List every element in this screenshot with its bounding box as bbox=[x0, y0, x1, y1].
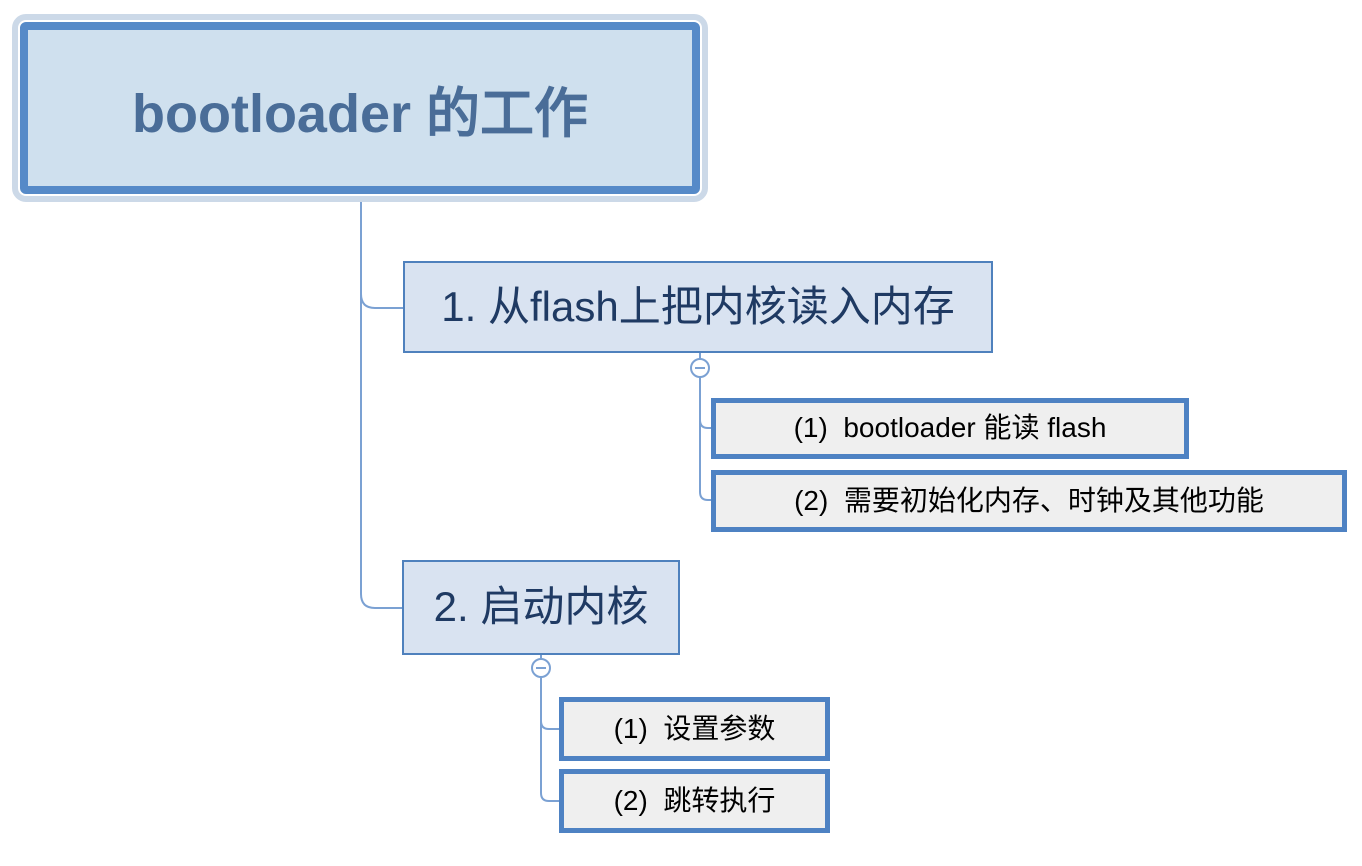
subtopic-1-1[interactable]: (1) bootloader 能读 flash bbox=[711, 398, 1189, 459]
subtopic-1-2-label: (2) 需要初始化内存、时钟及其他功能 bbox=[794, 484, 1264, 516]
collapse-toggle-branch2[interactable] bbox=[531, 658, 551, 678]
connector-branch2-to-sub1 bbox=[540, 720, 559, 730]
root-topic-box: bootloader 的工作 bbox=[20, 22, 700, 194]
root-topic-label: bootloader 的工作 bbox=[132, 83, 588, 144]
connector-branch2-to-sub2 bbox=[540, 677, 559, 802]
connector-branch1-to-sub1 bbox=[699, 419, 711, 429]
branch-topic-1[interactable]: 1. 从flash上把内核读入内存 bbox=[403, 261, 993, 353]
connector-branch1-to-sub2 bbox=[699, 377, 711, 501]
subtopic-2-1[interactable]: (1) 设置参数 bbox=[559, 697, 830, 761]
subtopic-1-1-label: (1) bootloader 能读 flash bbox=[793, 412, 1107, 444]
connector-root-to-branch1 bbox=[360, 293, 403, 309]
connector-root-to-branch2 bbox=[360, 202, 402, 609]
root-topic[interactable]: bootloader 的工作 bbox=[12, 14, 708, 202]
subtopic-1-2[interactable]: (2) 需要初始化内存、时钟及其他功能 bbox=[711, 470, 1347, 532]
branch-topic-1-label: 1. 从flash上把内核读入内存 bbox=[441, 282, 955, 330]
subtopic-2-2-label: (2) 跳转执行 bbox=[613, 784, 776, 816]
branch-topic-2-label: 2. 启动内核 bbox=[433, 583, 649, 631]
branch-topic-2[interactable]: 2. 启动内核 bbox=[402, 560, 680, 655]
subtopic-2-2[interactable]: (2) 跳转执行 bbox=[559, 769, 830, 833]
collapse-toggle-branch1[interactable] bbox=[690, 358, 710, 378]
subtopic-2-1-label: (1) 设置参数 bbox=[613, 712, 776, 744]
